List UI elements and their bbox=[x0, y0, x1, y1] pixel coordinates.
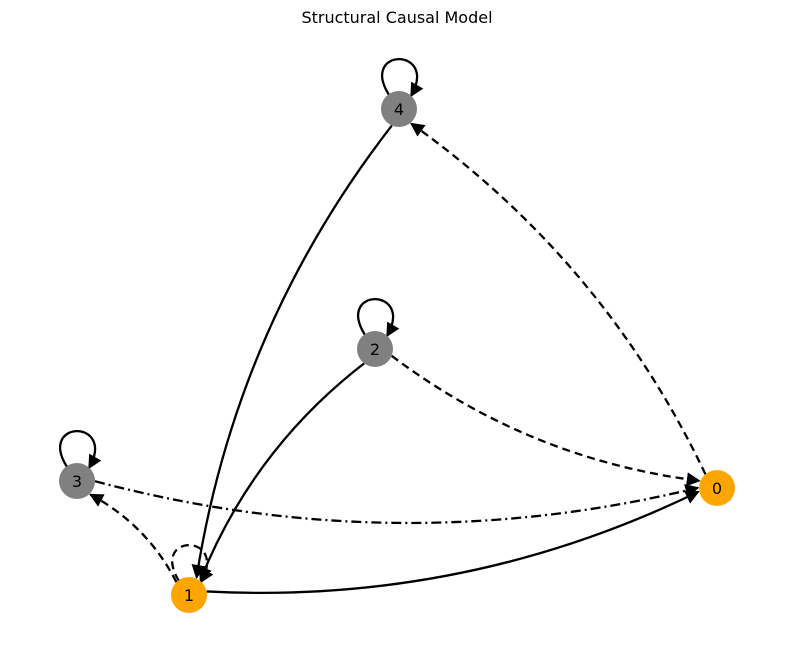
node-0-circle bbox=[699, 470, 735, 506]
node-0: 0 bbox=[699, 470, 735, 506]
edge-0-to-4 bbox=[410, 122, 707, 475]
node-2: 2 bbox=[357, 331, 393, 367]
edge-4-to-4 bbox=[381, 57, 424, 98]
node-3-label: 3 bbox=[72, 472, 82, 491]
node-4-circle bbox=[381, 91, 417, 127]
edge-2-to-1 bbox=[198, 362, 365, 582]
edge-4-to-1 bbox=[191, 124, 393, 579]
edge-3-to-0 bbox=[94, 480, 700, 525]
node-1-circle bbox=[171, 577, 207, 613]
node-0-label: 0 bbox=[712, 479, 722, 498]
edge-1-to-3 bbox=[89, 493, 178, 583]
node-3-circle bbox=[59, 463, 95, 499]
diagram-title: Structural Causal Model bbox=[301, 8, 493, 27]
node-2-label: 2 bbox=[370, 340, 380, 359]
edge-1-to-0 bbox=[206, 490, 700, 594]
edge-3-to-3 bbox=[59, 429, 102, 470]
node-1-label: 1 bbox=[184, 586, 194, 605]
node-4-label: 4 bbox=[394, 100, 404, 119]
node-3: 3 bbox=[59, 463, 95, 499]
node-1: 1 bbox=[171, 577, 207, 613]
edge-2-to-2 bbox=[357, 297, 400, 338]
node-2-circle bbox=[357, 331, 393, 367]
edge-1-to-1 bbox=[171, 543, 214, 584]
node-4: 4 bbox=[381, 91, 417, 127]
edge-2-to-0 bbox=[390, 354, 701, 487]
